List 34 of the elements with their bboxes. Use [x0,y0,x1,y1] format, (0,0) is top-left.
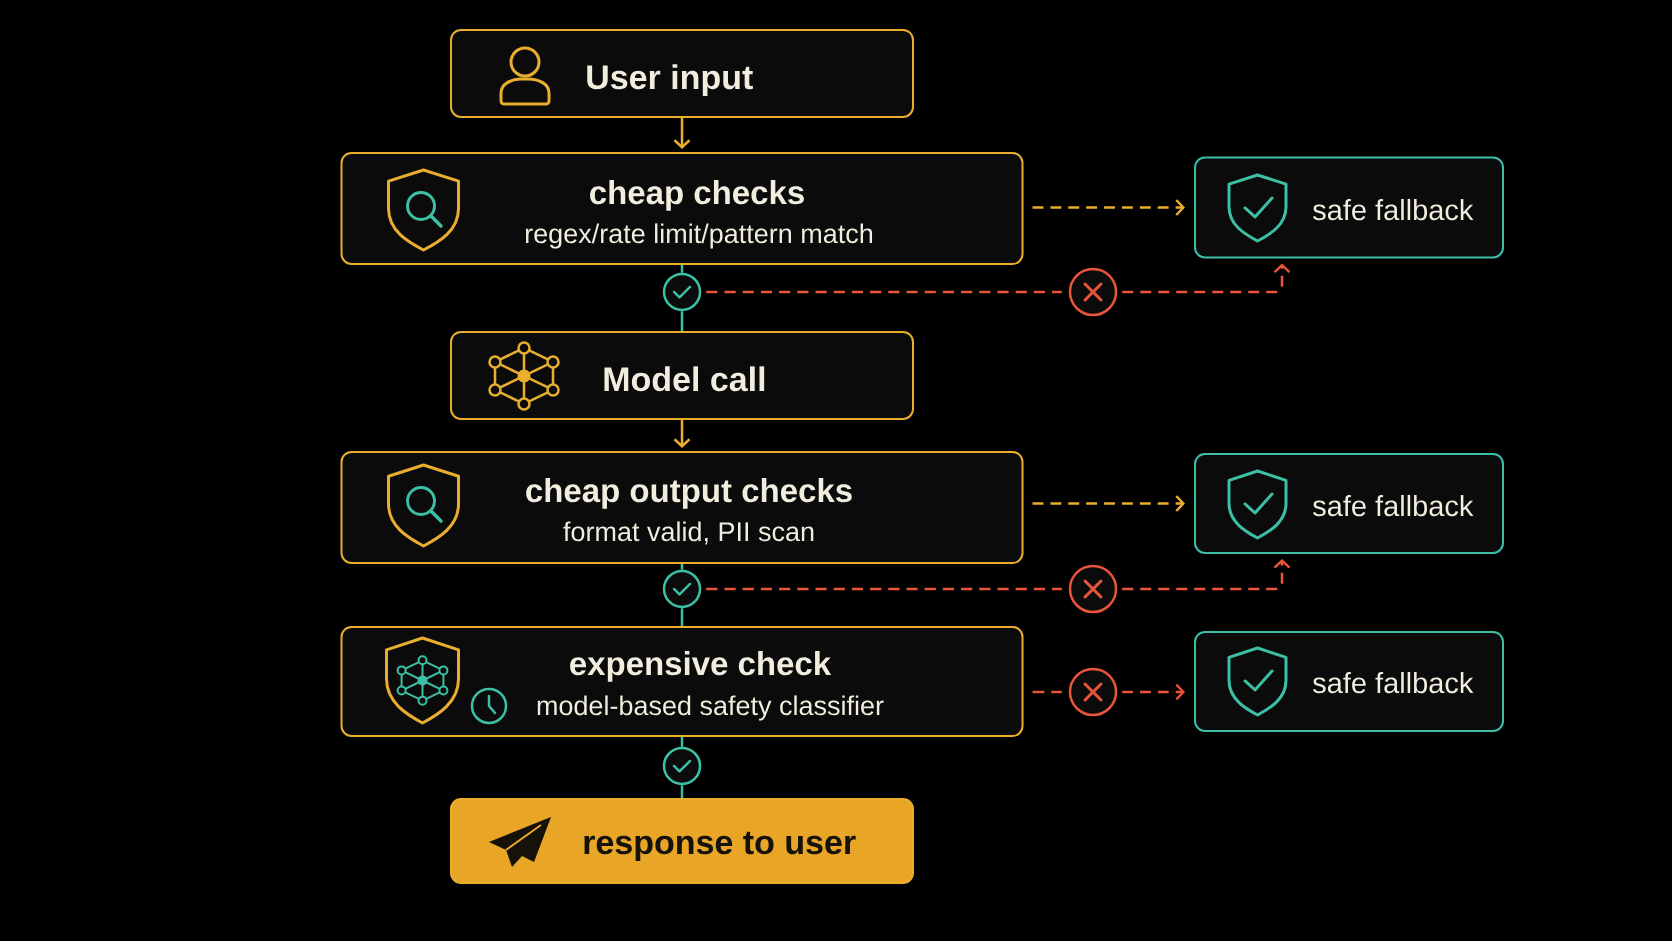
step-label: response to user [584,831,856,862]
check-circle [662,569,702,609]
cross-circle [1068,267,1118,317]
arrow [673,420,691,448]
arrow [1032,495,1185,512]
arrow [1122,263,1291,294]
connector-line [680,737,684,747]
arrow [1122,559,1291,591]
arrow [1032,199,1185,216]
check-circle [662,746,702,786]
connector-line [1032,690,1062,694]
connector-line [680,608,684,626]
fallback-label: safe fallback [1313,671,1474,694]
step-detail: model-based safety classifier [537,695,884,721]
step-title: expensive check [570,651,832,682]
connector-line [680,785,684,798]
fallback-label: safe fallback [1313,494,1474,517]
connector-line [680,564,684,570]
arrow [1122,683,1185,701]
connector-line [706,290,1062,294]
fallback-label: safe fallback [1313,198,1474,221]
connector-line [706,587,1062,591]
connector-line [680,311,684,331]
arrow [673,118,691,149]
cross-circle [1068,667,1118,717]
connector-line [680,265,684,273]
step-detail: regex/rate limit/pattern match [526,223,873,249]
step-title: cheap checks [590,180,804,211]
step-title: cheap output checks [526,478,852,509]
step-label: Model call [604,366,765,392]
step-detail: format valid, PII scan [563,521,814,545]
check-circle [662,272,702,312]
step-label: User input [587,64,753,97]
cross-circle [1068,564,1118,614]
